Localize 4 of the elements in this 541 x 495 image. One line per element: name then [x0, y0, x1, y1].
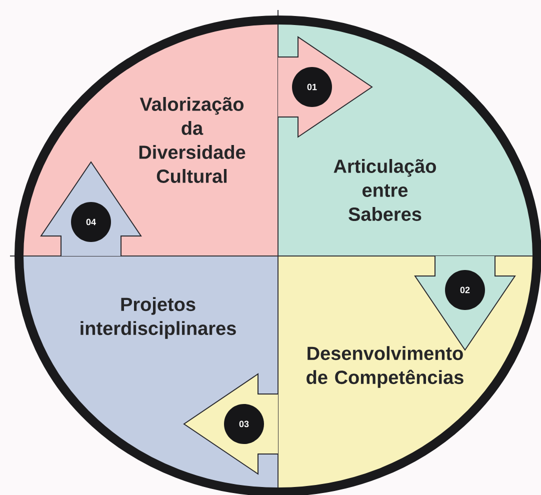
- badge-label: 03: [239, 420, 249, 428]
- badge-label: 02: [460, 286, 470, 294]
- badge-label: 01: [307, 84, 317, 90]
- badge-label: 04: [86, 218, 96, 226]
